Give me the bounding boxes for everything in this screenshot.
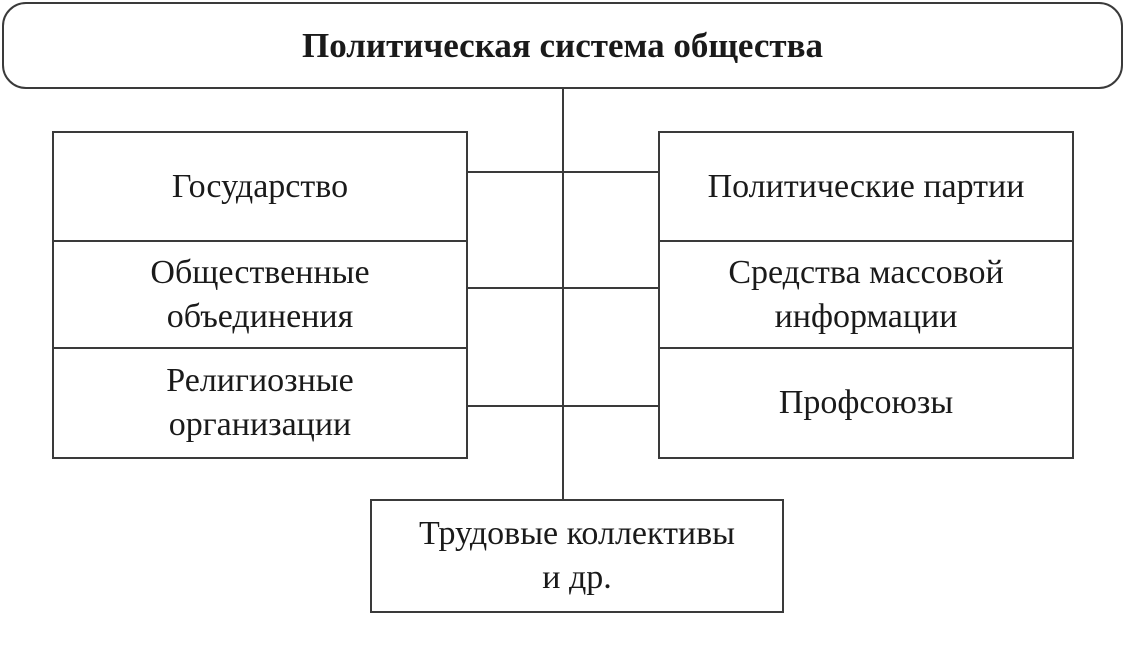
- left-divider-1: [54, 240, 466, 242]
- title-text: Политическая система общества: [302, 25, 823, 65]
- title-box: Политическая система общества: [2, 2, 1123, 89]
- right-stack: Политические партии Средства массовой ин…: [658, 131, 1074, 459]
- box-religious-organizations-line-1: Религиозные: [166, 362, 354, 399]
- right-divider-2: [660, 347, 1072, 349]
- box-public-associations: Общественные объединения: [54, 242, 466, 347]
- box-political-parties: Политические партии: [660, 133, 1072, 240]
- box-labor-collectives: Трудовые коллективы и др.: [370, 499, 784, 613]
- box-public-associations-line-1: Общественные: [150, 253, 370, 291]
- box-labor-collectives-line-1: Трудовые коллективы: [418, 515, 736, 552]
- left-divider-2: [54, 347, 466, 349]
- box-labor-collectives-line-2: и др.: [542, 559, 612, 596]
- box-state: Государство: [54, 133, 466, 240]
- box-religious-organizations: Религиозные организации: [54, 349, 466, 457]
- box-mass-media-line-2: информации: [774, 297, 958, 335]
- box-mass-media: Средства массовой информации: [660, 242, 1072, 347]
- right-divider-1: [660, 240, 1072, 242]
- box-trade-unions: Профсоюзы: [660, 349, 1072, 457]
- left-stack: Государство Общественные объединения Рел…: [52, 131, 468, 459]
- box-political-parties-line-1: Политические партии: [707, 167, 1025, 205]
- box-state-line-1: Государство: [171, 167, 349, 205]
- box-mass-media-line-1: Средства массовой: [728, 253, 1004, 291]
- box-public-associations-line-2: объединения: [166, 297, 354, 335]
- box-trade-unions-line-1: Профсоюзы: [778, 384, 954, 421]
- box-religious-organizations-line-2: организации: [168, 406, 352, 443]
